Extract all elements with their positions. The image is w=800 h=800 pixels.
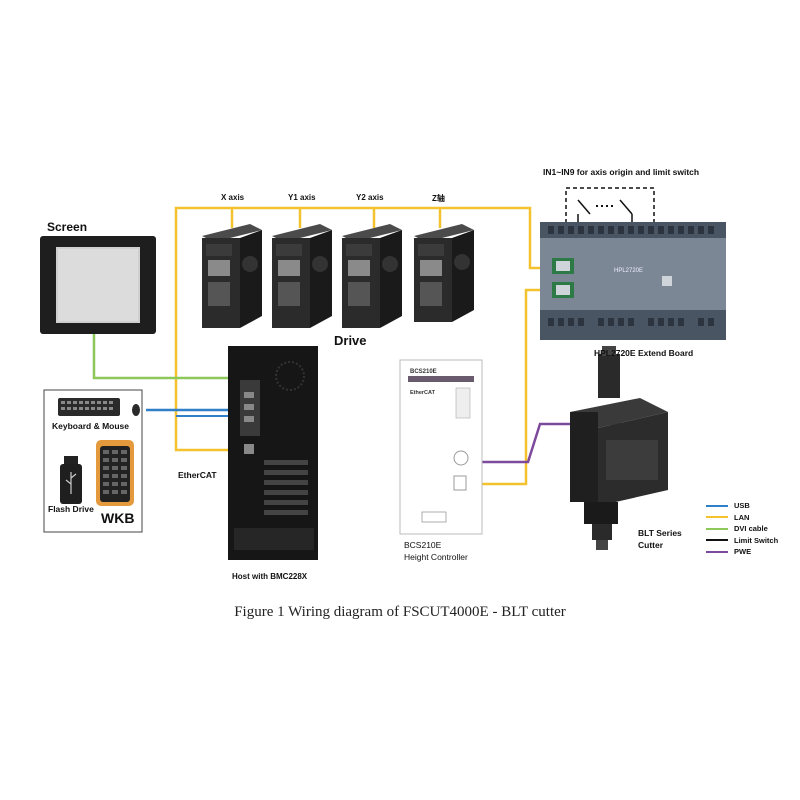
flash-drive-label: Flash Drive: [48, 504, 94, 514]
legend-swatch-dvi: [706, 527, 728, 530]
lan-host-to-x-drive: [174, 206, 244, 452]
mouse-icon: [132, 404, 140, 416]
drive-x: [202, 224, 262, 328]
board-model-text: HPL2720E: [614, 268, 643, 274]
legend-label-lan: LAN: [734, 512, 750, 522]
dvi-cable: [92, 333, 246, 398]
height-controller-label-2: Height Controller: [404, 552, 468, 562]
drive-y2: [342, 224, 402, 328]
bcs-ethercat-text: EtherCAT: [410, 390, 436, 396]
cutter-label-1: BLT Series: [638, 528, 682, 538]
extend-board: HPL2720E: [540, 222, 726, 340]
legend-label-pwe: PWE: [734, 547, 752, 557]
figure-caption: Figure 1 Wiring diagram of FSCUT4000E - …: [234, 604, 566, 620]
drive-label: Drive: [334, 333, 367, 348]
legend-swatch-pwe: [706, 550, 728, 553]
height-controller-label-1: BCS210E: [404, 540, 442, 550]
wkb-icon: [96, 440, 134, 506]
legend-item-limit-switch: Limit Switch: [706, 535, 778, 547]
legend-item-pwe: PWE: [706, 546, 778, 558]
y1-axis-label: Y1 axis: [288, 193, 316, 202]
legend-label-limit-switch: Limit Switch: [734, 535, 779, 545]
x-axis-label: X axis: [221, 193, 245, 202]
screen-label: Screen: [47, 220, 88, 234]
z-axis-label: Z轴: [432, 194, 445, 203]
legend: USB LAN DVI cable Limit Switch PWE: [706, 500, 778, 558]
extend-board-label: HPL2720E Extend Board: [594, 348, 694, 358]
host-label: Host with BMC228X: [232, 572, 308, 581]
legend-swatch-usb: [706, 504, 728, 507]
host-pc: [228, 346, 318, 560]
keyboard-icon: [58, 398, 120, 416]
legend-item-lan: LAN: [706, 512, 778, 524]
legend-swatch-lan: [706, 516, 728, 519]
legend-item-dvi: DVI cable: [706, 523, 778, 535]
screen-monitor: [40, 236, 156, 334]
legend-label-dvi: DVI cable: [734, 524, 768, 534]
flash-drive-icon: [60, 456, 82, 504]
legend-swatch-limit-switch: [706, 539, 728, 542]
legend-label-usb: USB: [734, 501, 750, 511]
keyboard-mouse-label: Keyboard & Mouse: [52, 421, 129, 431]
drive-z: [414, 224, 474, 322]
y2-axis-label: Y2 axis: [356, 193, 384, 202]
bcs-model-text: BCS210E: [410, 369, 437, 375]
legend-item-usb: USB: [706, 500, 778, 512]
drive-y1: [272, 224, 332, 328]
cutter-label-2: Cutter: [638, 540, 664, 550]
wkb-label: WKB: [101, 510, 135, 526]
peripherals-panel: [43, 389, 143, 533]
blt-cutter: [570, 346, 668, 550]
height-controller: BCS210E EtherCAT: [399, 359, 483, 535]
io-note-label: IN1~IN9 for axis origin and limit switch: [543, 167, 700, 177]
ethercat-label: EtherCAT: [178, 470, 217, 480]
